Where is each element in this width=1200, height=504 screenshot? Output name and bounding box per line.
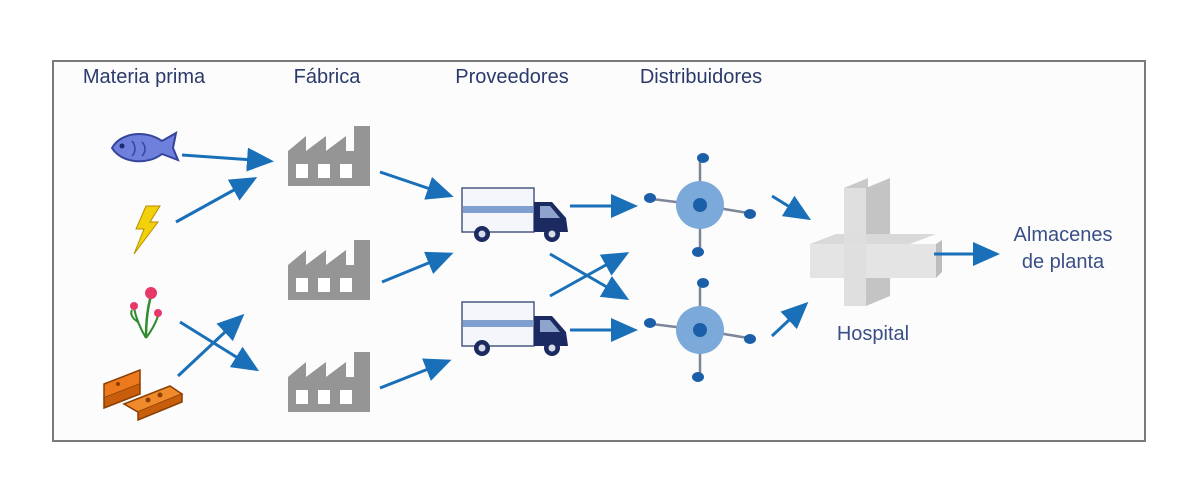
factory-icon	[288, 352, 370, 412]
truck-icon	[461, 187, 569, 243]
header-distribuidores: Distribuidores	[639, 66, 763, 88]
diagram-frame	[52, 60, 1146, 442]
hospital-label: Hospital	[836, 323, 910, 345]
header-proveedores: Proveedores	[455, 66, 569, 88]
factory-icon	[288, 240, 370, 300]
almacenes-label-line1: Almacenes	[1013, 224, 1113, 246]
factory-icon	[288, 126, 370, 186]
flower-icon	[130, 287, 162, 339]
almacenes-label: Almacenes de planta	[1014, 222, 1113, 276]
brick-icon	[103, 368, 184, 422]
header-fabrica: Fábrica	[293, 66, 361, 88]
distribution-hub-icon	[642, 151, 758, 259]
fish-icon	[110, 131, 180, 163]
header-materia-prima: Materia prima	[82, 66, 206, 88]
almacenes-label-line2: de planta	[1021, 251, 1105, 273]
lightning-icon	[133, 205, 161, 255]
hospital-cross-icon	[810, 178, 942, 306]
truck-icon	[461, 301, 569, 357]
flow-arrows	[175, 147, 1000, 390]
distribution-hub-icon	[642, 276, 758, 384]
